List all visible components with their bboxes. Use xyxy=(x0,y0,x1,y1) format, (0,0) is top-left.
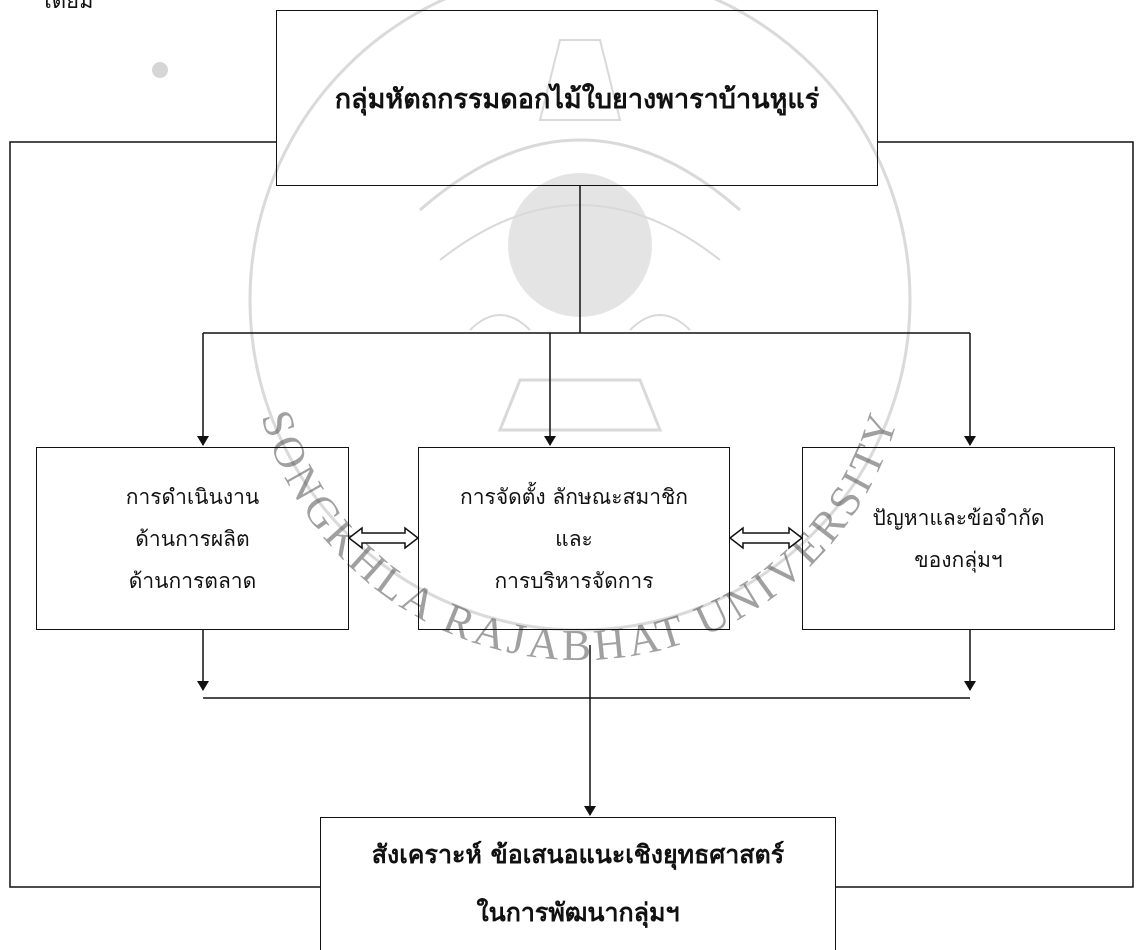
bidirectional-arrow-right xyxy=(728,526,804,550)
operations-box: การดำเนินงาน ด้านการผลิต ด้านการตลาด xyxy=(36,447,349,630)
operations-line-2: ด้านการผลิต xyxy=(135,526,250,551)
problems-line-1: ปัญหาและข้อจำกัด xyxy=(872,505,1045,530)
bidirectional-arrow-left xyxy=(347,526,420,550)
organization-line-3: การบริหารจัดการ xyxy=(494,568,654,593)
operations-line-1: การดำเนินงาน xyxy=(125,484,260,509)
synthesis-box: สังเคราะห์ ข้อเสนอแนะเชิงยุทธศาสตร์ ในกา… xyxy=(320,817,836,950)
hub-group-box: กลุ่มหัตถกรรมดอกไม้ใบยางพาราบ้านหูแร่ xyxy=(276,10,878,186)
organization-box: การจัดตั้ง ลักษณะสมาชิก และ การบริหารจัด… xyxy=(418,447,730,630)
right-loop-line xyxy=(836,141,1134,888)
operations-line-3: ด้านการตลาด xyxy=(128,568,257,593)
synthesis-line-1: สังเคราะห์ ข้อเสนอแนะเชิงยุทธศาสตร์ xyxy=(371,840,785,869)
top-text-fragment: โดยมี xyxy=(40,0,94,14)
problems-line-2: ของกลุ่มฯ xyxy=(914,547,1003,572)
left-loop-line xyxy=(9,141,320,888)
hub-group-title: กลุ่มหัตถกรรมดอกไม้ใบยางพาราบ้านหูแร่ xyxy=(334,83,820,115)
synthesis-line-2: ในการพัฒนากลุ่มฯ xyxy=(476,898,680,927)
organization-line-1: การจัดตั้ง ลักษณะสมาชิก xyxy=(460,484,688,509)
organization-line-2: และ xyxy=(555,526,593,551)
problems-box: ปัญหาและข้อจำกัด ของกลุ่มฯ xyxy=(802,447,1115,630)
